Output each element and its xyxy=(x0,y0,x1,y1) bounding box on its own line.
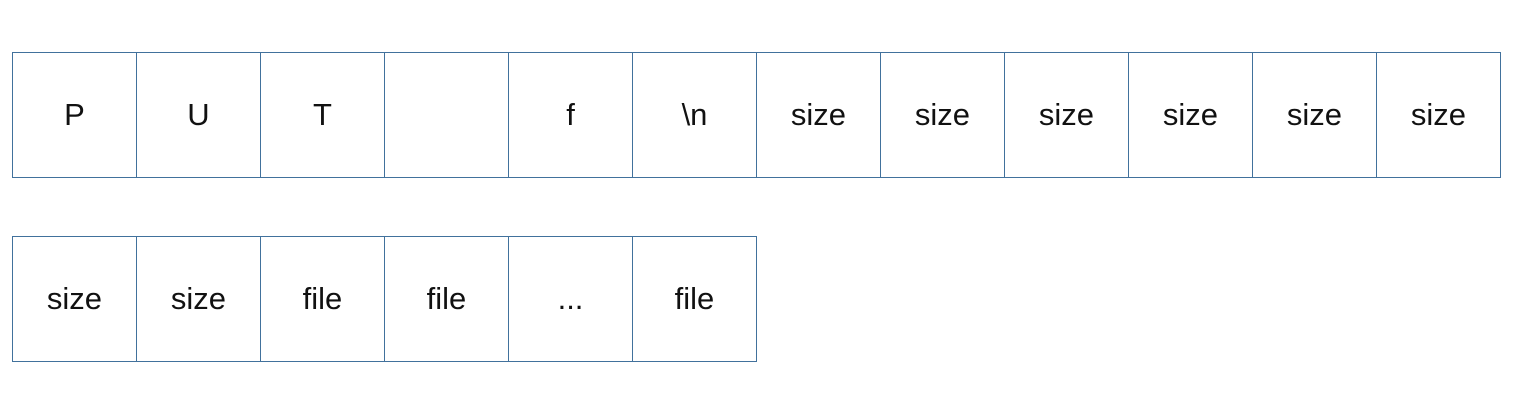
byte-cell-size: size xyxy=(1376,52,1501,178)
byte-cell-size: size xyxy=(880,52,1005,178)
byte-cell: P xyxy=(12,52,137,178)
byte-cell-size: size xyxy=(136,236,261,362)
byte-cell-file: file xyxy=(632,236,757,362)
byte-cell-ellipsis: ... xyxy=(508,236,633,362)
byte-cell-file: file xyxy=(384,236,509,362)
byte-cell-size: size xyxy=(756,52,881,178)
byte-cell: T xyxy=(260,52,385,178)
byte-cell: f xyxy=(508,52,633,178)
byte-row-2: size size file file ... file xyxy=(12,236,757,362)
byte-cell-space xyxy=(384,52,509,178)
byte-cell-size: size xyxy=(1004,52,1129,178)
byte-cell-size: size xyxy=(12,236,137,362)
byte-cell-size: size xyxy=(1128,52,1253,178)
byte-row-1: P U T f \n size size size size size size xyxy=(12,52,1501,178)
byte-cell-file: file xyxy=(260,236,385,362)
byte-cell: U xyxy=(136,52,261,178)
byte-cell-size: size xyxy=(1252,52,1377,178)
byte-cell-newline: \n xyxy=(632,52,757,178)
